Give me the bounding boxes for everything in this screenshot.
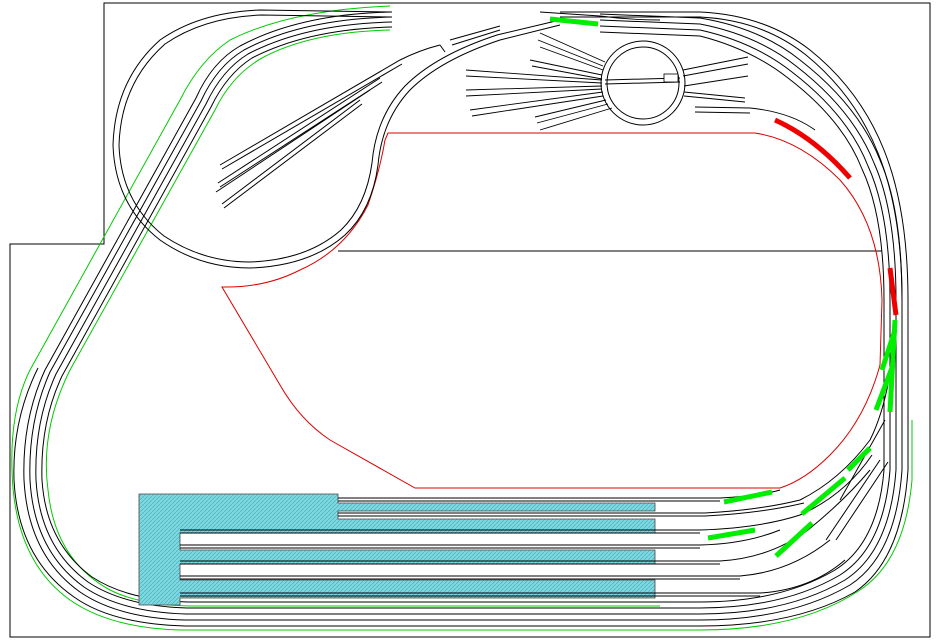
mainline-loop [13,11,909,627]
outer-clearance-line [11,5,913,631]
turntable [600,40,686,126]
station-platforms [138,493,656,606]
platform-main [138,493,656,606]
engine-yard-ladder [215,25,501,209]
inner-clearance-line [45,29,660,607]
scenery-boundary [221,132,883,489]
switch-highlights-red [773,117,899,316]
engine-shed-stalls [465,11,816,131]
helix-return-loop [112,9,561,269]
benchwork-outline [9,2,931,638]
station-tracks [180,329,896,597]
switch-highlights-green [549,16,898,558]
